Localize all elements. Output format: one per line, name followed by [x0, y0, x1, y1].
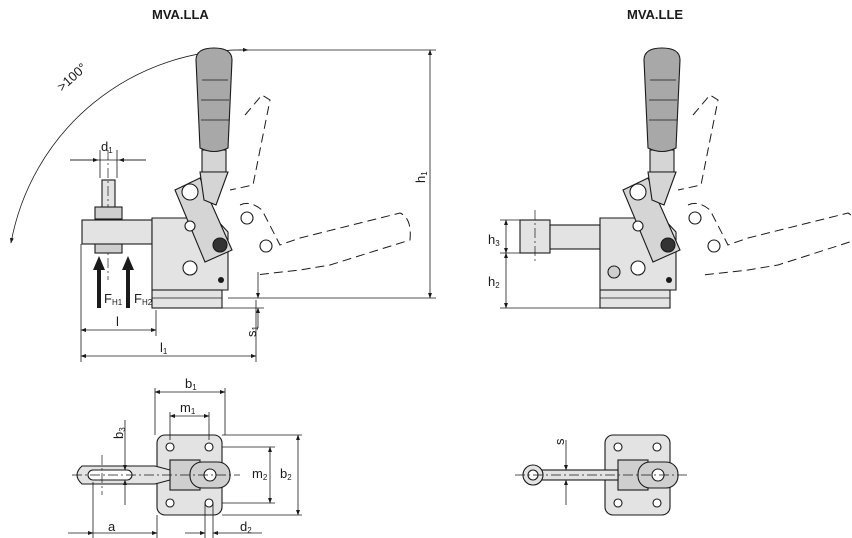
d2-label: d2: [240, 519, 252, 535]
lle-open-pivot-1: [688, 211, 702, 225]
stop-pin: [218, 277, 224, 283]
view-title-mva-lle: MVA.LLE: [627, 7, 683, 22]
force-arrow-fh2-head: [122, 256, 134, 270]
angle-label: >100°: [54, 60, 90, 94]
open-position-handle-lower: [239, 202, 411, 276]
handle-stem: [201, 149, 227, 173]
clamp-mva-lla-top-view: b1 m1 m2 b2 b3 a d2: [68, 376, 302, 538]
clamp-mva-lle-top-view: s: [515, 434, 690, 516]
b1-label: b1: [185, 376, 197, 392]
l1-label: l1: [160, 340, 168, 356]
open-pivot-2: [259, 239, 273, 253]
open-position-handle-upper: [229, 94, 271, 191]
fh1-label: FH1: [104, 291, 123, 307]
l-label: l: [116, 314, 119, 329]
lle-pivot-bottom: [630, 260, 646, 276]
d1-label: d1: [101, 139, 113, 155]
lle-mount-hole-4: [652, 498, 662, 508]
h2-label: h2: [488, 274, 500, 290]
lle-clamp-arm: [549, 224, 601, 250]
lle-mount-hole-1: [613, 442, 623, 452]
mount-hole-4: [204, 498, 214, 508]
lle-pivot-lower: [660, 237, 676, 253]
h1-label: h1: [413, 171, 429, 183]
lle-handle-neck: [647, 171, 677, 206]
open-pivot-1: [240, 211, 254, 225]
lle-mount-hole-2: [652, 442, 662, 452]
m2-label: m2: [252, 466, 268, 482]
pivot-upper: [181, 183, 199, 201]
fh2-label: FH2: [134, 291, 153, 307]
clamp-mva-lla-side-view: >100°: [9, 47, 436, 362]
s1-label: s1: [244, 326, 260, 338]
lle-pivot-upper: [629, 183, 647, 201]
lle-base-plate: [599, 289, 671, 309]
m1-label: m1: [180, 400, 196, 416]
b2-label: b2: [280, 466, 292, 482]
spindle-nut-top: [94, 206, 123, 220]
clamp-mva-lle-side-view: h3 h2: [488, 47, 852, 309]
lle-pivot-middle: [632, 220, 644, 232]
handle-neck: [199, 171, 229, 206]
lle-open-handle-lower: [687, 202, 852, 276]
s-label: s: [552, 438, 567, 445]
pivot-middle: [184, 220, 196, 232]
clamp-arm: [81, 219, 153, 245]
lle-handle-stem: [649, 149, 675, 173]
mount-hole-2: [204, 442, 214, 452]
lle-open-handle-upper: [677, 94, 719, 191]
pivot-bottom: [182, 260, 198, 276]
b3-label: b3: [111, 427, 127, 439]
force-arrow-fh1-head: [93, 256, 105, 270]
mount-hole-3: [165, 498, 175, 508]
lle-open-pivot-2: [707, 239, 721, 253]
h3-label: h3: [488, 232, 500, 248]
mount-hole-1: [165, 442, 175, 452]
lle-bolt-head: [607, 265, 621, 279]
lle-mount-hole-3: [613, 498, 623, 508]
pivot-lower: [212, 237, 228, 253]
lle-stop-pin: [666, 277, 672, 283]
clamp-base-plate: [151, 289, 223, 309]
view-title-mva-lla: MVA.LLA: [152, 7, 209, 22]
a-label: a: [108, 519, 116, 534]
